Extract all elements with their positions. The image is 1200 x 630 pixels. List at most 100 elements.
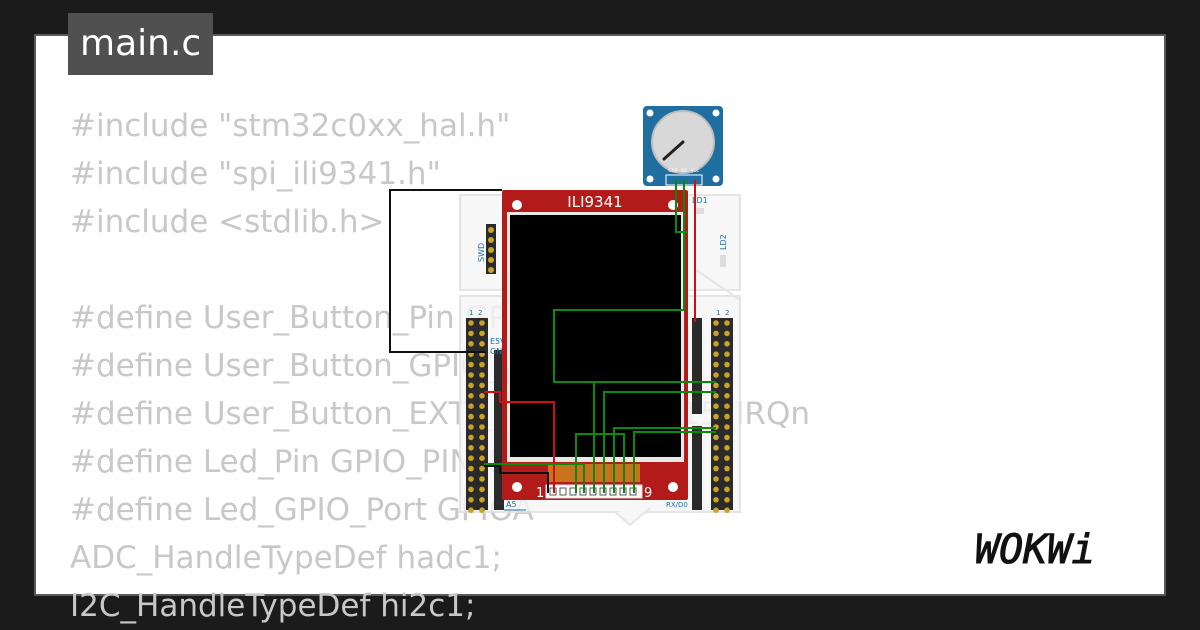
header-pin[interactable] (713, 341, 719, 347)
pot-pin-sig: SIG (681, 168, 688, 173)
header-pin[interactable] (468, 403, 474, 410)
header-pin[interactable] (468, 320, 474, 326)
header-pin[interactable] (468, 330, 474, 337)
header-pin[interactable] (713, 455, 719, 462)
code-line: #include "stm32c0xx_hal.h" (70, 108, 511, 144)
header-pin[interactable] (724, 393, 730, 399)
header-pin[interactable] (479, 320, 485, 326)
header-pin[interactable] (713, 330, 719, 337)
e5v-label: E5V (490, 337, 506, 346)
header-pin[interactable] (713, 434, 719, 441)
header-pin[interactable] (724, 476, 730, 482)
header-pin[interactable] (724, 434, 730, 441)
swd-header: SWD (477, 224, 496, 274)
wire-green-gnd[interactable] (675, 180, 688, 233)
header-pin[interactable] (724, 382, 730, 389)
header-pin[interactable] (724, 424, 730, 430)
wire-red-display[interactable] (484, 391, 555, 493)
header-pin[interactable] (468, 393, 474, 399)
header-pin[interactable] (468, 382, 474, 389)
header-pin[interactable] (479, 330, 485, 337)
header-pin[interactable] (724, 361, 730, 368)
wire-black-loop[interactable] (389, 189, 502, 353)
header-pin[interactable] (713, 497, 719, 503)
header-pin[interactable] (479, 434, 485, 441)
header-pin[interactable] (468, 486, 474, 493)
ld2-label: LD2 (719, 234, 728, 250)
header-pin[interactable] (479, 341, 485, 347)
header-pin[interactable] (724, 445, 730, 451)
header-pin[interactable] (713, 465, 719, 472)
header-pin[interactable] (468, 361, 474, 368)
header-pin[interactable] (713, 403, 719, 410)
display-pin[interactable] (559, 487, 567, 496)
header-pin[interactable] (468, 465, 474, 472)
pot-pin-gnd: GND (668, 168, 677, 173)
header-pin[interactable] (713, 351, 719, 358)
header-pin[interactable] (724, 351, 730, 358)
potentiometer[interactable]: GND SIG VCC (643, 106, 723, 186)
header-pin[interactable] (468, 372, 474, 378)
header-pin[interactable] (724, 330, 730, 337)
wire-green-5[interactable] (484, 463, 585, 493)
header-pin[interactable] (724, 507, 730, 513)
header-pin[interactable] (468, 341, 474, 347)
header-pin[interactable] (713, 476, 719, 482)
wires[interactable] (389, 180, 716, 493)
header-pin[interactable] (724, 455, 730, 462)
header-pin[interactable] (713, 413, 719, 420)
display-pin-last: 9 (644, 486, 652, 501)
header-pin[interactable] (468, 497, 474, 503)
header-pin[interactable] (724, 341, 730, 347)
header-pin[interactable] (724, 320, 730, 326)
header-pin[interactable] (479, 424, 485, 430)
header-pin[interactable] (724, 497, 730, 503)
header-pin[interactable] (479, 372, 485, 378)
header-pin[interactable] (479, 465, 485, 472)
header-pin[interactable] (479, 486, 485, 493)
wire-green-3[interactable] (613, 427, 716, 493)
header-pin[interactable] (468, 413, 474, 420)
header-pin[interactable] (479, 507, 485, 513)
header-pin[interactable] (468, 445, 474, 451)
ili9341-display[interactable]: ILI9341 1 9 (502, 190, 688, 501)
header-label-2: 2 (478, 309, 482, 317)
header-pin[interactable] (468, 507, 474, 513)
header-pin[interactable] (479, 413, 485, 420)
header-pin[interactable] (724, 413, 730, 420)
header-pin[interactable] (468, 455, 474, 462)
logo-text: WOKWi (975, 527, 1095, 573)
wire-green-6[interactable] (633, 431, 716, 493)
header-pin[interactable] (713, 382, 719, 389)
header-pin[interactable] (713, 507, 719, 513)
header-pin[interactable] (468, 424, 474, 430)
header-pin[interactable] (713, 445, 719, 451)
a5-label: A5 (506, 500, 517, 509)
header-pin[interactable] (479, 403, 485, 410)
header-pin[interactable] (713, 372, 719, 378)
code-line: #include <stdlib.h> (70, 204, 385, 240)
file-tab[interactable]: main.c (68, 13, 214, 75)
header-pin[interactable] (479, 455, 485, 462)
header-pin[interactable] (713, 361, 719, 368)
wire-green-2[interactable] (603, 391, 716, 493)
header-pin[interactable] (479, 361, 485, 368)
header-pin[interactable] (468, 434, 474, 441)
header-pin[interactable] (724, 486, 730, 493)
header-pin[interactable] (479, 476, 485, 482)
header-pin[interactable] (724, 403, 730, 410)
header-pin[interactable] (479, 445, 485, 451)
header-pin[interactable] (713, 320, 719, 326)
wire-green-1[interactable] (593, 381, 716, 493)
header-pin[interactable] (724, 372, 730, 378)
header-pin[interactable] (713, 486, 719, 493)
header-pin[interactable] (479, 382, 485, 389)
wire-black-gnd[interactable] (484, 465, 549, 493)
header-pin[interactable] (479, 393, 485, 399)
header-pin[interactable] (479, 497, 485, 503)
header-pin[interactable] (468, 476, 474, 482)
header-pin[interactable] (713, 393, 719, 399)
header-label-1-right: 1 (716, 309, 720, 317)
header-pin[interactable] (724, 465, 730, 472)
